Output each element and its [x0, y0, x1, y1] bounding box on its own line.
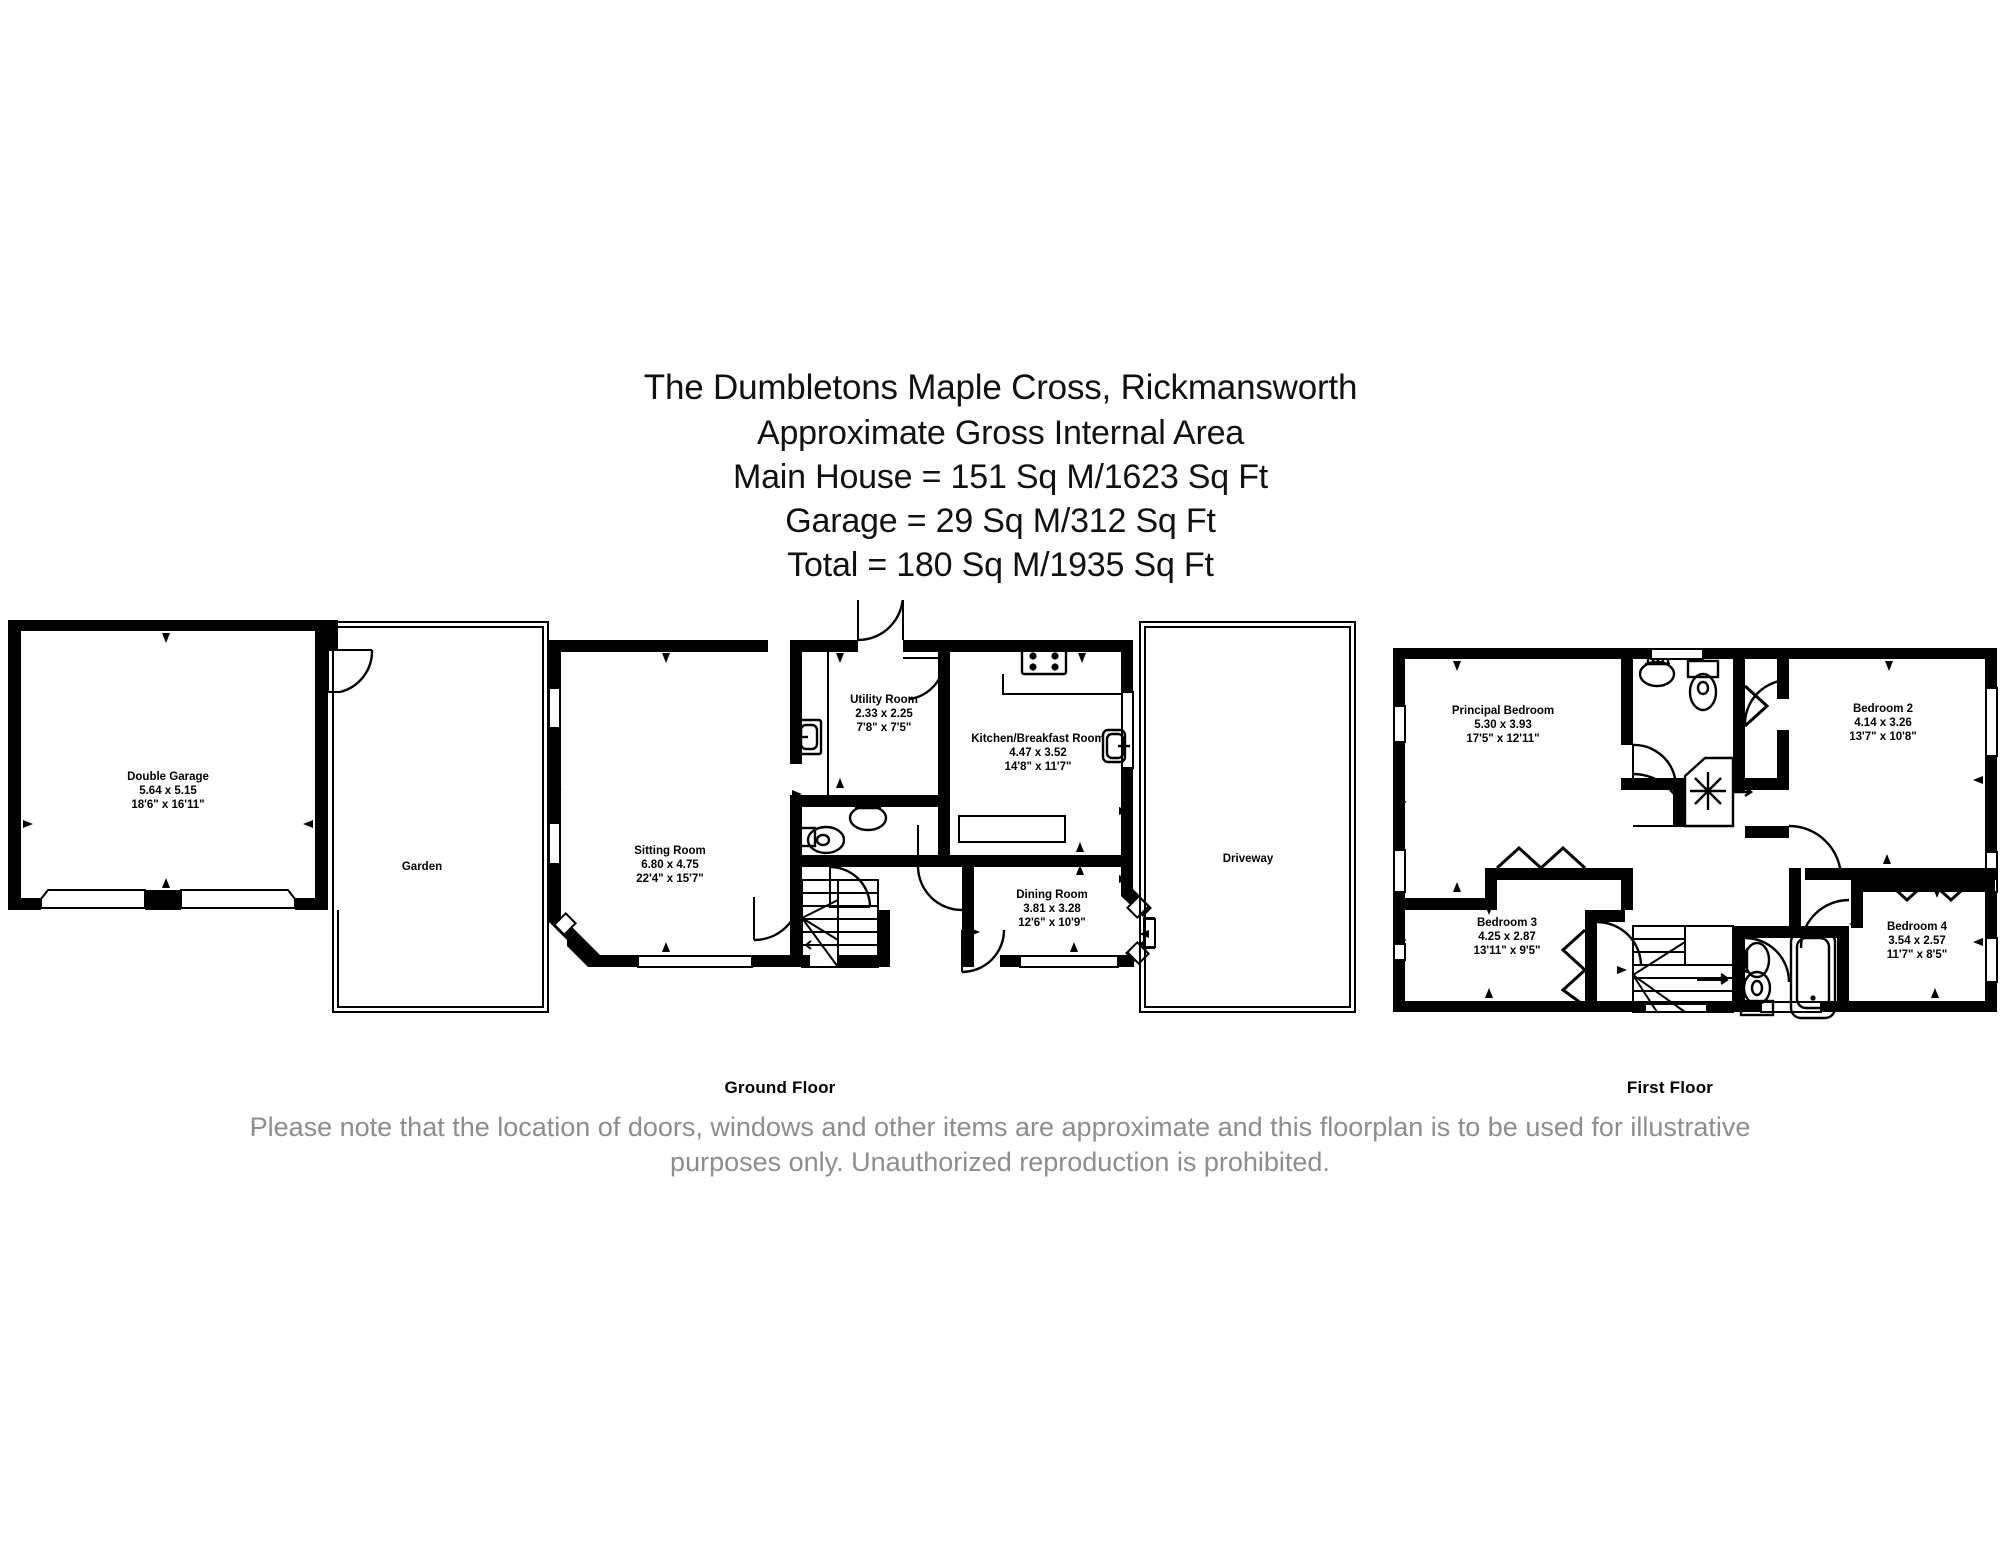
room-dim-metric-bedroom-2: 4.14 x 3.26	[1854, 717, 1912, 729]
room-dim-imperial-utility-room: 7'8" x 7'5"	[857, 722, 912, 734]
disclaimer: Please note that the location of doors, …	[60, 1110, 1940, 1180]
room-dim-metric-double-garage: 5.64 x 5.15	[139, 785, 197, 797]
room-name-bedroom-4: Bedroom 4	[1887, 921, 1948, 933]
room-dim-metric-principal-bedroom: 5.30 x 3.93	[1474, 719, 1532, 731]
utility-room-label: Utility Room 2.33 x 2.25 7'8" x 7'5"	[850, 694, 918, 734]
caption-ground-floor: Ground Floor	[724, 1078, 836, 1097]
room-dim-metric-dining-room: 3.81 x 3.28	[1023, 903, 1081, 915]
wall-ticks-first	[1397, 661, 1983, 998]
room-name-sitting-room: Sitting Room	[634, 845, 706, 857]
disclaimer-line-1: Please note that the location of doors, …	[249, 1112, 1751, 1142]
double-garage-label: Double Garage 5.64 x 5.15 18'6" x 16'11"	[127, 771, 209, 811]
wall-ticks-ground	[552, 653, 1149, 952]
stairs-icon	[1632, 925, 1734, 1013]
sink-icon	[1101, 728, 1130, 764]
room-dim-imperial-bedroom-4: 11'7" x 8'5"	[1887, 949, 1948, 961]
toilet-icon	[1739, 970, 1775, 1017]
toilet-icon	[791, 825, 846, 855]
room-dim-metric-utility-room: 2.33 x 2.25	[855, 708, 913, 720]
room-dim-imperial-sitting-room: 22'4" x 15'7"	[636, 873, 704, 885]
hob-icon	[1020, 646, 1068, 676]
room-name-bedroom-2: Bedroom 2	[1853, 703, 1913, 715]
room-dim-metric-sitting-room: 6.80 x 4.75	[641, 859, 699, 871]
principal-bedroom-label: Principal Bedroom 5.30 x 3.93 17'5" x 12…	[1452, 705, 1554, 745]
room-dim-metric-bedroom-3: 4.25 x 2.87	[1478, 931, 1536, 943]
room-dim-metric-kitchen: 4.47 x 3.52	[1009, 747, 1067, 759]
property-title: The Dumbletons Maple Cross, Rickmanswort…	[643, 368, 1358, 407]
room-dim-imperial-principal-bedroom: 17'5" x 12'11"	[1466, 733, 1539, 745]
main-house-area: Main House = 151 Sq M/1623 Sq Ft	[732, 457, 1269, 496]
basin-icon	[1638, 659, 1676, 688]
fixtures-first	[1638, 659, 1837, 1020]
sitting-room-label: Sitting Room 6.80 x 4.75 22'4" x 15'7"	[634, 845, 706, 885]
room-name-bedroom-3: Bedroom 3	[1477, 917, 1537, 929]
garden-region	[332, 621, 549, 1013]
garage-area: Garage = 29 Sq M/312 Sq Ft	[785, 501, 1216, 540]
room-name-driveway: Driveway	[1223, 853, 1274, 865]
caption-first-floor: First Floor	[1626, 1078, 1714, 1097]
title-block: The Dumbletons Maple Cross, Rickmanswort…	[0, 365, 2001, 587]
ground-floor-plan: Double Garage 5.64 x 5.15 18'6" x 16'11"…	[0, 600, 1390, 1070]
bath-icon	[1789, 930, 1837, 1020]
fixtures-ground	[791, 646, 1130, 855]
room-name-kitchen: Kitchen/Breakfast Room	[971, 733, 1105, 745]
driveway-region	[1139, 621, 1356, 1013]
total-area: Total = 180 Sq M/1935 Sq Ft	[787, 546, 1214, 585]
bedroom-4-label: Bedroom 4 3.54 x 2.57 11'7" x 8'5"	[1887, 921, 1948, 961]
room-name-garden: Garden	[402, 861, 442, 873]
room-name-double-garage: Double Garage	[127, 771, 209, 783]
room-name-utility-room: Utility Room	[850, 694, 918, 706]
appliance-icon	[795, 718, 823, 756]
toilet-icon	[1686, 659, 1720, 712]
room-dim-metric-bedroom-4: 3.54 x 2.57	[1888, 935, 1946, 947]
bedroom-2-label: Bedroom 2 4.14 x 3.26 13'7" x 10'8"	[1849, 703, 1917, 743]
dining-room-label: Dining Room 3.81 x 3.28 12'6" x 10'9"	[1016, 889, 1088, 929]
room-dim-imperial-kitchen: 14'8" x 11'7"	[1005, 761, 1072, 773]
area-heading: Approximate Gross Internal Area	[756, 413, 1245, 452]
room-dim-imperial-bedroom-2: 13'7" x 10'8"	[1849, 731, 1917, 743]
disclaimer-line-2: purposes only. Unauthorized reproduction…	[670, 1147, 1330, 1178]
basin-icon	[848, 804, 888, 832]
first-floor-plan: Principal Bedroom 5.30 x 3.93 17'5" x 12…	[1385, 630, 2001, 1040]
stairs-icon	[801, 879, 879, 968]
double-garage-structure	[8, 620, 374, 910]
basin-icon	[1742, 941, 1771, 979]
room-name-dining-room: Dining Room	[1016, 889, 1088, 901]
room-name-principal-bedroom: Principal Bedroom	[1452, 705, 1554, 717]
shower-icon	[1683, 756, 1754, 828]
room-dim-imperial-bedroom-3: 13'11" x 9'5"	[1474, 945, 1541, 957]
kitchen-label: Kitchen/Breakfast Room 4.47 x 3.52 14'8"…	[971, 733, 1105, 773]
room-dim-imperial-dining-room: 12'6" x 10'9"	[1018, 917, 1086, 929]
main-house-structure	[548, 600, 1156, 968]
wardrobe-icon	[1495, 684, 1975, 1008]
room-dim-imperial-double-garage: 18'6" x 16'11"	[131, 799, 204, 811]
bedroom-3-label: Bedroom 3 4.25 x 2.87 13'11" x 9'5"	[1474, 917, 1541, 957]
